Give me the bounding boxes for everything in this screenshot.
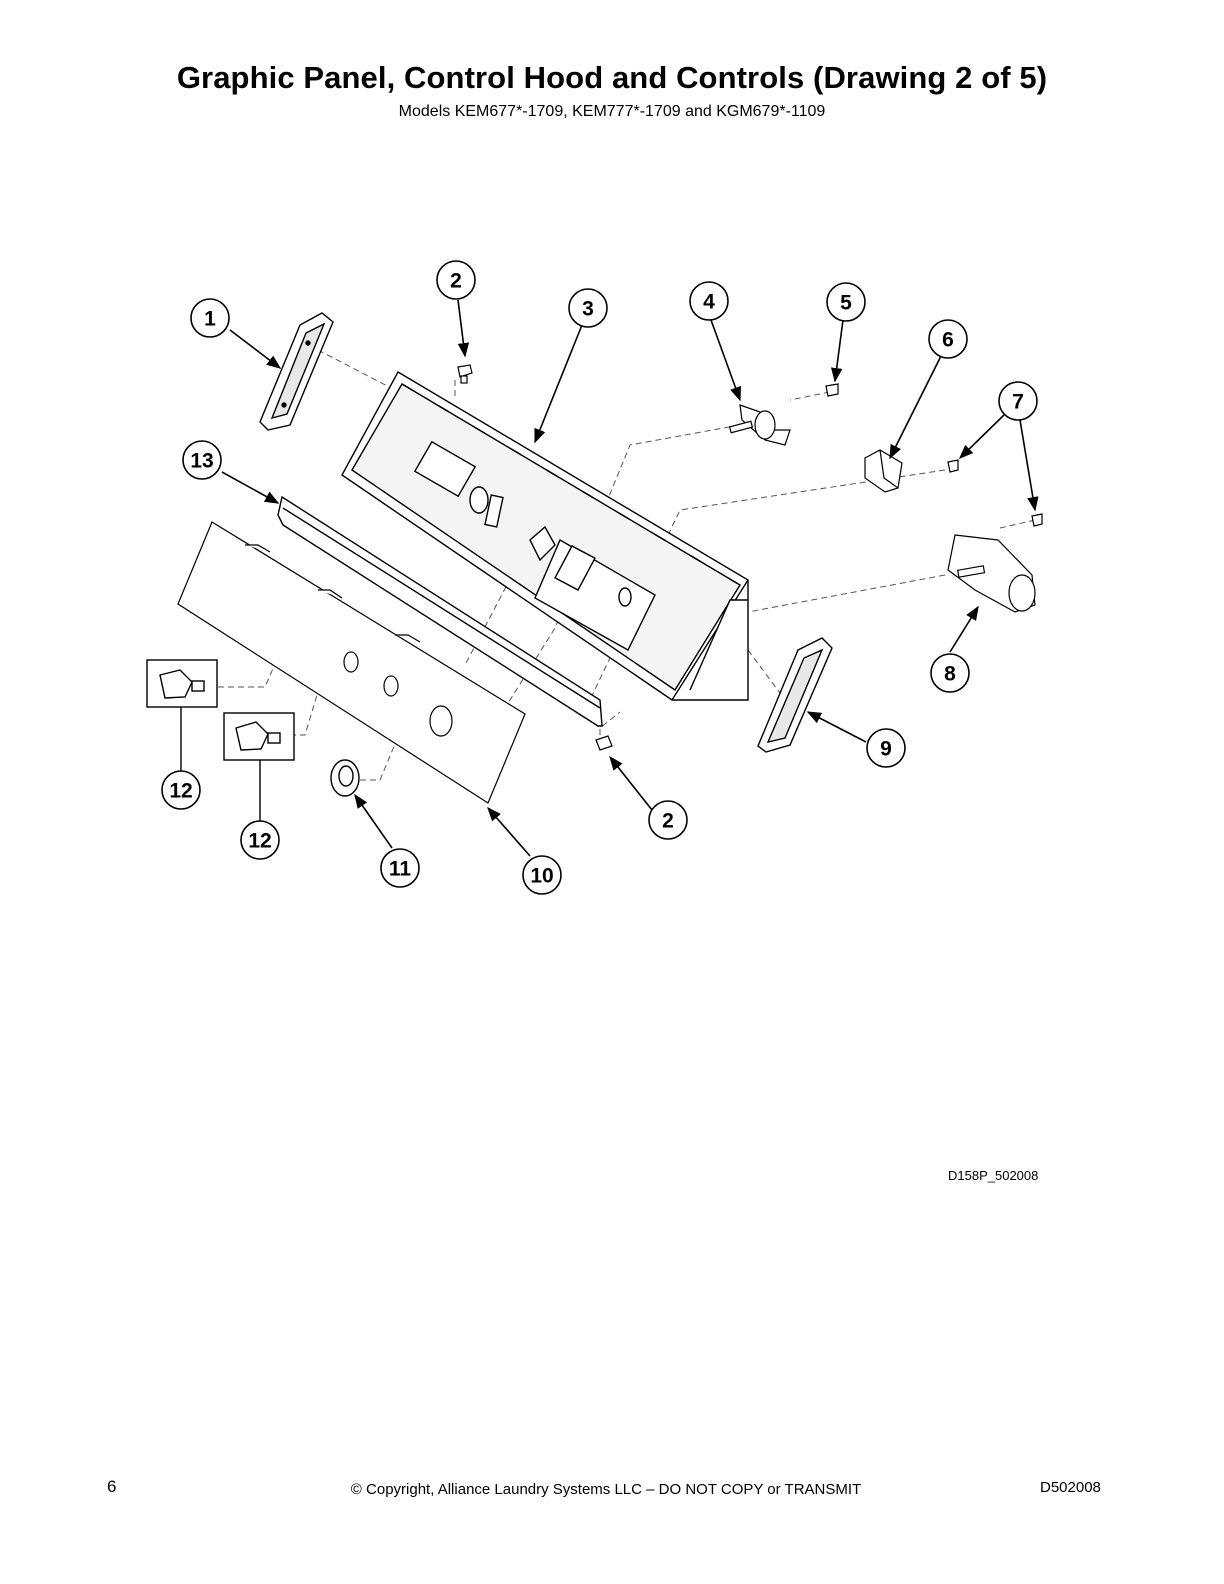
callout-11: 11 — [389, 858, 412, 881]
callout-12-left: 12 — [169, 780, 192, 803]
trim-strip — [277, 495, 603, 727]
page-subtitle: Models KEM677*-1709, KEM777*-1709 and KG… — [398, 103, 826, 120]
callout-13: 13 — [190, 450, 213, 473]
callout-6: 6 — [942, 329, 954, 352]
copyright-notice: © Copyright, Alliance Laundry Systems LL… — [350, 1481, 862, 1498]
right-end-cap — [757, 637, 833, 753]
control-knob — [330, 759, 360, 797]
callout-3: 3 — [582, 298, 594, 321]
graphic-panel — [177, 521, 526, 804]
timer-assembly — [947, 534, 1036, 613]
screws — [457, 364, 1043, 751]
callout-5: 5 — [840, 292, 852, 315]
control-hood — [341, 371, 749, 701]
callout-1: 1 — [204, 308, 216, 331]
callout-10: 10 — [530, 865, 553, 888]
knob-detail-boxes — [146, 659, 295, 825]
callout-7: 7 — [1012, 391, 1024, 414]
callout-12-right: 12 — [248, 830, 271, 853]
callout-2-top: 2 — [450, 270, 462, 293]
callout-4: 4 — [703, 291, 715, 314]
callout-8: 8 — [944, 663, 956, 686]
left-end-cap — [259, 312, 334, 431]
leader-arrows — [221, 299, 1039, 857]
callout-2-bottom: 2 — [662, 810, 674, 833]
drawing-id: D158P_502008 — [948, 1168, 1039, 1183]
page-number: 6 — [107, 1477, 117, 1496]
document-code: D502008 — [1040, 1479, 1101, 1496]
page-title: Graphic Panel, Control Hood and Controls… — [176, 60, 1048, 95]
bracket — [864, 449, 903, 493]
callout-9: 9 — [880, 738, 892, 761]
callout-circles — [161, 260, 1038, 895]
rotary-switch — [728, 404, 791, 446]
